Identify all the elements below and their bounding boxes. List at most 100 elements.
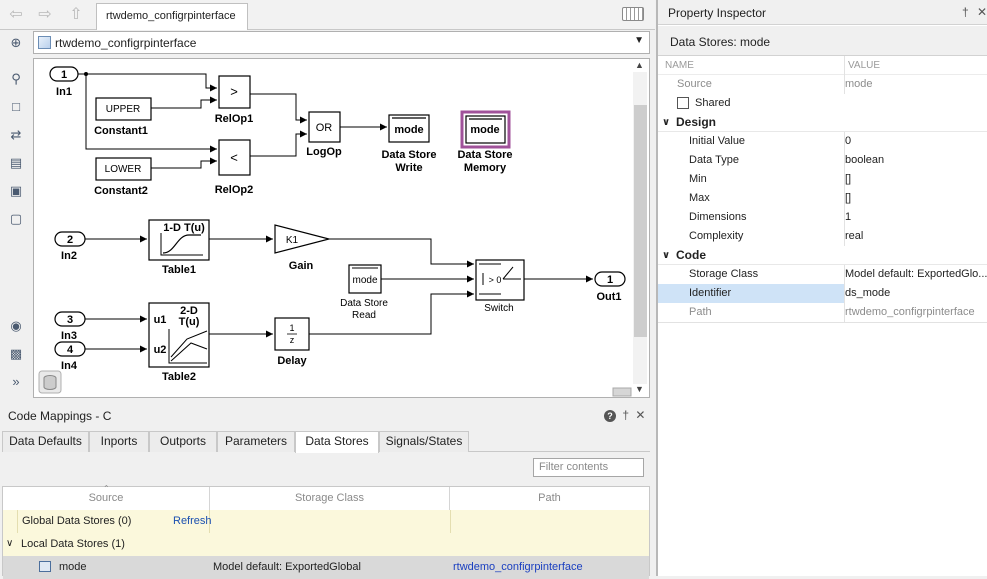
- gain-block[interactable]: K1 Gain: [274, 224, 332, 272]
- block-diagram[interactable]: 1 In1 UPPER Constant1 LOWER Constant2 > …: [34, 59, 651, 399]
- expand-icon[interactable]: »: [12, 374, 20, 389]
- data-store-read-block[interactable]: mode Data Store Read: [340, 264, 388, 321]
- tab-signals-states[interactable]: Signals/States: [379, 431, 469, 452]
- table2-u2: u2: [154, 344, 167, 356]
- logop-block[interactable]: OR LogOp: [306, 111, 342, 158]
- arrow-icon[interactable]: ⇄: [10, 127, 22, 142]
- property-row[interactable]: Initial Value 0: [658, 132, 987, 151]
- in4-number: 4: [67, 344, 74, 356]
- close-icon[interactable]: ✕: [635, 408, 646, 422]
- property-name: Dimensions: [689, 211, 747, 223]
- editor-tab-strip: ⇦ ⇨ ⇧ rtwdemo_configrpinterface: [0, 0, 655, 30]
- property-name: Min: [689, 173, 707, 185]
- column-header-path[interactable]: Path: [538, 492, 561, 504]
- inport-in4[interactable]: 4 In4: [54, 341, 86, 372]
- model-tab[interactable]: rtwdemo_configrpinterface: [96, 3, 248, 30]
- tab-parameters[interactable]: Parameters: [217, 431, 295, 452]
- inport-in3[interactable]: 3 In3: [54, 311, 86, 342]
- refresh-link[interactable]: Refresh: [173, 515, 212, 527]
- property-value[interactable]: boolean: [845, 154, 885, 166]
- tab-data-defaults[interactable]: Data Defaults: [2, 431, 89, 452]
- shared-row[interactable]: Shared: [658, 94, 987, 113]
- model-browser-icon[interactable]: ▩: [9, 346, 23, 361]
- keyboard-icon[interactable]: [622, 7, 644, 21]
- property-row[interactable]: Max []: [658, 189, 987, 208]
- property-value[interactable]: real: [845, 230, 864, 242]
- switch-block[interactable]: > 0 Switch: [475, 259, 525, 314]
- identifier-value[interactable]: ds_mode: [845, 287, 891, 299]
- property-row[interactable]: Min []: [658, 170, 987, 189]
- property-row[interactable]: Complexity real: [658, 227, 987, 246]
- data-store-write-block[interactable]: mode Data Store Write: [381, 114, 437, 174]
- hide-browser-icon[interactable]: ⊕: [10, 35, 22, 50]
- property-inspector-subheader: Data Stores: mode: [658, 26, 987, 56]
- storage-class-value[interactable]: Model default: ExportedGlo...: [845, 268, 987, 280]
- scrollbar-thumb[interactable]: [634, 105, 647, 337]
- shared-checkbox[interactable]: [677, 97, 689, 109]
- chevron-down-icon[interactable]: ∨: [6, 538, 14, 549]
- screenshot-icon[interactable]: ◉: [10, 318, 22, 333]
- breadcrumb[interactable]: rtwdemo_configrpinterface ▼: [33, 31, 650, 54]
- constant2-value: LOWER: [105, 164, 142, 175]
- chevron-down-icon[interactable]: ∨: [662, 250, 671, 261]
- tab-outports[interactable]: Outports: [149, 431, 217, 452]
- property-value[interactable]: 0: [845, 135, 852, 147]
- property-value[interactable]: []: [845, 192, 852, 204]
- inport-in2[interactable]: 2 In2: [54, 231, 86, 262]
- inport-in1[interactable]: 1 In1: [49, 66, 79, 98]
- overview-icon[interactable]: [612, 387, 632, 397]
- zoom-icon[interactable]: ⚲: [11, 71, 21, 86]
- code-mappings-title: Code Mappings - C: [8, 409, 112, 423]
- relop2-block[interactable]: < RelOp2: [215, 139, 254, 196]
- property-row-selected[interactable]: Identifier ds_mode: [658, 284, 987, 303]
- dsm-value: mode: [470, 124, 499, 136]
- back-arrow-icon[interactable]: ⇦: [9, 6, 23, 23]
- tab-data-stores[interactable]: Data Stores: [295, 431, 379, 453]
- row-path-link[interactable]: rtwdemo_configrpinterface: [453, 561, 583, 573]
- column-header-source[interactable]: Source: [3, 487, 210, 510]
- help-icon[interactable]: ?: [604, 410, 616, 422]
- property-row[interactable]: Dimensions 1: [658, 208, 987, 227]
- constant2-block[interactable]: LOWER Constant2: [94, 157, 152, 197]
- delay-block[interactable]: 1 z Delay: [274, 317, 310, 367]
- property-row[interactable]: Data Type boolean: [658, 151, 987, 170]
- source-row: Source mode: [658, 75, 987, 94]
- selection-title: Data Stores: mode: [670, 35, 771, 49]
- chevron-down-icon[interactable]: ▼: [634, 35, 644, 46]
- table-row[interactable]: mode Model default: ExportedGlobal rtwde…: [3, 556, 649, 579]
- property-row[interactable]: Storage Class Model default: ExportedGlo…: [658, 265, 987, 284]
- relop1-block[interactable]: > RelOp1: [215, 75, 254, 125]
- image-icon[interactable]: ▣: [9, 183, 23, 198]
- tab-inports[interactable]: Inports: [89, 431, 149, 452]
- model-data-icon[interactable]: [38, 370, 62, 394]
- area-icon[interactable]: ▢: [9, 211, 23, 226]
- property-value[interactable]: []: [845, 173, 852, 185]
- scroll-up-icon[interactable]: ▲: [635, 60, 644, 70]
- design-section-header[interactable]: ∨ Design: [658, 113, 987, 132]
- code-section-header[interactable]: ∨ Code: [658, 246, 987, 265]
- column-header-storage-class[interactable]: Storage Class: [210, 487, 450, 510]
- annotation-icon[interactable]: ▤: [9, 155, 23, 170]
- pin-icon[interactable]: †: [962, 5, 969, 19]
- constant1-block[interactable]: UPPER Constant1: [94, 97, 152, 137]
- out1-label: Out1: [596, 291, 621, 303]
- global-data-stores-row[interactable]: Global Data Stores (0) Refresh: [3, 510, 649, 533]
- model-canvas[interactable]: 1 In1 UPPER Constant1 LOWER Constant2 > …: [33, 58, 650, 398]
- property-value[interactable]: 1: [845, 211, 852, 223]
- forward-arrow-icon[interactable]: ⇨: [38, 6, 52, 23]
- local-data-stores-row[interactable]: ∨ Local Data Stores (1): [3, 533, 649, 556]
- constant2-label: Constant2: [94, 185, 148, 197]
- table1-label: Table1: [162, 264, 196, 276]
- filter-input[interactable]: Filter contents: [533, 458, 644, 477]
- data-store-memory-block[interactable]: mode Data Store Memory: [457, 110, 513, 174]
- fit-to-view-icon[interactable]: □: [12, 99, 20, 114]
- up-arrow-icon[interactable]: ⇧: [69, 6, 83, 23]
- chevron-down-icon[interactable]: ∨: [662, 117, 671, 128]
- scroll-down-icon[interactable]: ▼: [635, 384, 644, 394]
- close-icon[interactable]: ✕: [977, 5, 987, 19]
- table1-block[interactable]: 1-D T(u) Table1: [148, 219, 210, 276]
- pin-icon[interactable]: †: [622, 408, 630, 422]
- row-storage-class[interactable]: Model default: ExportedGlobal: [213, 561, 361, 573]
- table2-block[interactable]: 2-D T(u) u1 u2 Table2: [148, 302, 210, 383]
- outport-out1[interactable]: 1 Out1: [594, 271, 626, 303]
